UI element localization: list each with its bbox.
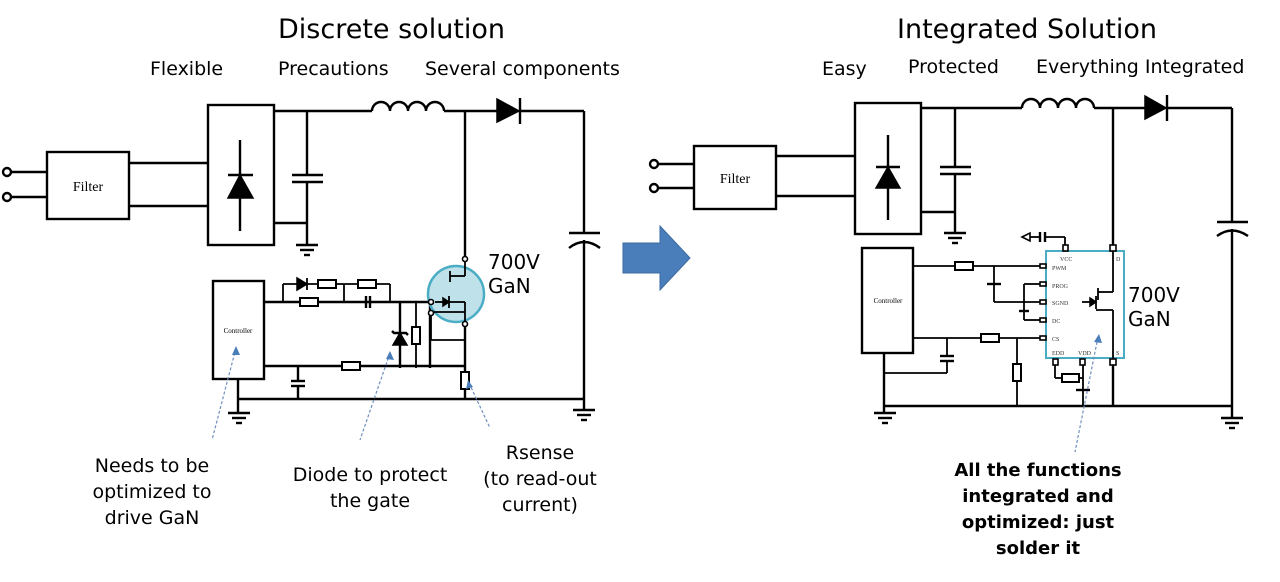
integrated-feature-easy: Easy	[822, 58, 867, 80]
integrated-feature-everything: Everything Integrated	[1036, 56, 1245, 78]
discrete-gan-label: 700V GaN	[488, 250, 540, 298]
resistor-icon	[980, 333, 1000, 343]
gate-pulldown-resistor-icon	[411, 326, 421, 345]
ic-pin-prog: PROG	[1052, 284, 1069, 290]
resistor-icon	[341, 361, 361, 371]
integrated-title: Integrated Solution	[897, 14, 1157, 45]
controller-annotation: Needs to be optimized to drive GaN	[92, 455, 212, 529]
controller-block	[860, 246, 915, 355]
ic-pin-vdd: VDD	[1078, 351, 1092, 357]
controller-block	[211, 279, 266, 381]
fet-gate-terminal	[427, 298, 435, 306]
gate-resistor-icon	[299, 297, 319, 307]
filter-block	[45, 150, 131, 221]
ic-pin-s: S	[1116, 351, 1119, 357]
resistor-icon	[954, 261, 974, 271]
inductor-icon	[370, 100, 446, 112]
zener-diode-icon	[391, 331, 409, 346]
ac-terminal-icon	[1, 191, 13, 203]
ground-icon	[944, 231, 966, 245]
ground-icon	[296, 243, 318, 257]
fet-source-terminal	[461, 320, 469, 328]
inductor-icon	[1020, 97, 1096, 109]
resistor-icon	[317, 279, 337, 289]
ground-icon	[228, 411, 250, 425]
ic-pin-cs: CS	[1052, 337, 1059, 343]
boost-diode-icon	[1144, 94, 1168, 121]
integrated-schematic: Filter Controller	[648, 94, 1249, 453]
ic-pin-vcc: VCC	[1060, 257, 1072, 263]
boost-diode-icon	[496, 97, 521, 124]
controller-label: Controller	[874, 297, 903, 305]
leader-line	[359, 352, 391, 441]
filter-block	[692, 144, 778, 211]
fet-drain-terminal	[461, 255, 469, 263]
controller-label: Controller	[224, 327, 253, 335]
gate-diode-icon	[296, 276, 309, 292]
ic-pin-pwm: PWM	[1052, 266, 1067, 272]
resistor-icon	[357, 279, 377, 289]
discrete-schematic: Filter Controller	[1, 97, 601, 441]
integrated-feature-protected: Protected	[908, 56, 999, 78]
gan-fet-highlight	[426, 264, 486, 324]
ground-icon	[1221, 416, 1243, 430]
rectifier-diode-icon	[226, 173, 255, 199]
resistor-icon	[1012, 363, 1022, 382]
rsense-annotation: Rsense (to read-out current)	[483, 442, 597, 516]
rectifier-diode-icon	[874, 165, 902, 189]
discrete-feature-precautions: Precautions	[278, 58, 389, 80]
leader-line	[468, 382, 491, 429]
right-arrow-icon	[622, 224, 691, 292]
ground-icon	[874, 411, 896, 425]
leader-line	[211, 347, 237, 441]
diode-annotation: Diode to protect the gate	[292, 464, 448, 512]
discrete-feature-flexible: Flexible	[150, 58, 224, 80]
ac-terminal-icon	[1, 166, 13, 178]
filter-label: Filter	[73, 180, 104, 195]
ic-pin-dc: DC	[1052, 319, 1060, 325]
ic-pin-d: D	[1116, 257, 1121, 263]
resistor-icon	[1061, 373, 1080, 383]
integrated-gan-label: 700V GaN	[1128, 283, 1180, 331]
discrete-title: Discrete solution	[278, 14, 506, 45]
ground-icon	[573, 408, 595, 422]
leader-line	[1074, 336, 1099, 453]
ic-pin-sgnd: SGND	[1052, 301, 1069, 307]
filter-label: Filter	[720, 172, 751, 187]
discrete-feature-components: Several components	[425, 58, 620, 80]
fet-kelvin-terminal	[427, 309, 435, 317]
ac-terminal-icon	[648, 182, 660, 194]
ac-terminal-icon	[648, 158, 660, 170]
ic-pin-edd: EDD	[1052, 351, 1065, 357]
integrated-annotation: All the functions integrated and optimiz…	[954, 460, 1122, 559]
